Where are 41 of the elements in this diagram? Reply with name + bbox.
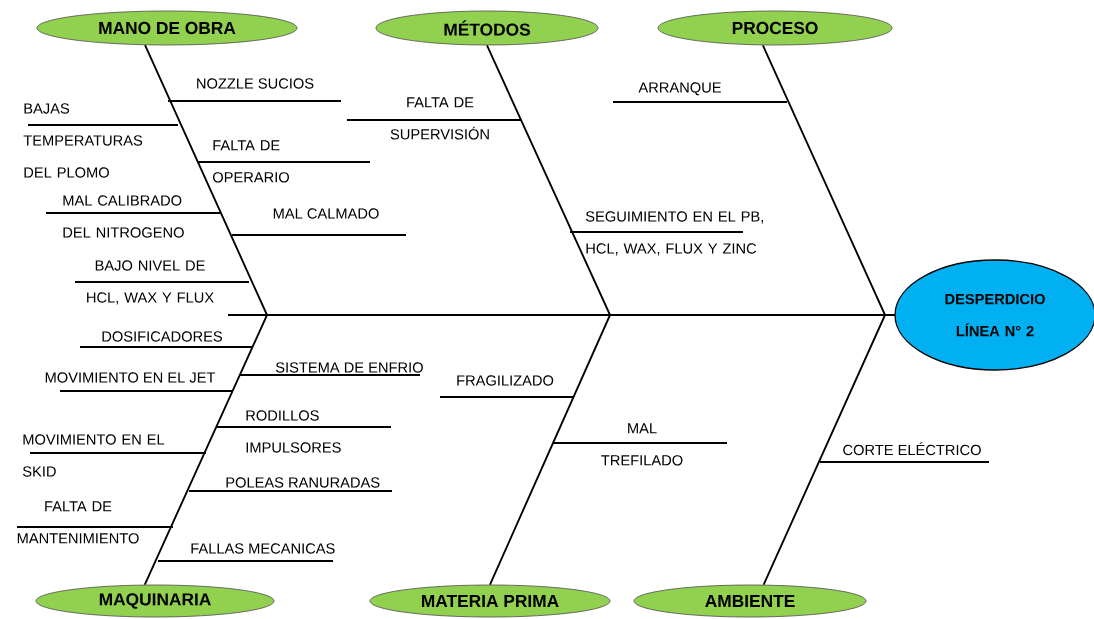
cause-label: MAL TREFILADO: [601, 423, 683, 466]
branch-line: [157, 560, 334, 562]
cause-label: FALTA DE MANTENIMIENTO: [17, 501, 139, 544]
branch-line: [79, 346, 254, 348]
cause-label: SEGUIMIENTO EN EL PB, HCL, WAX, FLUX Y ZINC: [585, 211, 763, 256]
cause-label: MAL CALMADO: [273, 208, 379, 219]
cause-label: DOSIFICADORES: [102, 331, 223, 342]
branch-line: [167, 100, 342, 102]
branch-line: [239, 374, 421, 376]
cause-label: MOVIMIENTO EN EL SKID: [22, 434, 165, 477]
branch-line: [612, 101, 788, 103]
cause-label: FALLAS MECANICAS: [191, 543, 335, 554]
cause-label: CORTE ELÉCTRICO: [843, 442, 981, 456]
cause-label: BAJAS TEMPERATURAS DEL PLOMO: [23, 103, 143, 178]
branch-line: [16, 526, 174, 528]
branch-line: [819, 461, 990, 463]
branch-line: [216, 426, 392, 428]
branch-line: [346, 119, 522, 121]
cause-label: RODILLOS IMPULSORES: [246, 410, 341, 453]
branch-line: [196, 161, 371, 163]
branch-line: [27, 124, 179, 126]
cause-label: SISTEMA DE ENFRIO: [275, 362, 423, 373]
branch-line: [45, 212, 221, 214]
branch-line: [231, 234, 407, 236]
cause-label: FALTA DE SUPERVISIÓN: [390, 97, 489, 140]
cause-label: FALTA DE OPERARIO: [212, 140, 289, 183]
branch-line: [74, 281, 250, 283]
cause-label: BAJO NIVEL DE HCL, WAX Y FLUX: [87, 260, 214, 305]
cause-label: ARRANQUE: [638, 82, 721, 96]
branch-line: [59, 390, 234, 392]
cause-label: MAL CALIBRADO DEL NITROGENO: [63, 195, 184, 238]
cause-label: MOVIMIENTO EN EL JET: [45, 372, 216, 383]
bone-line: [762, 314, 896, 586]
cause-label: FRAGILIZADO: [457, 375, 554, 386]
branch-line: [552, 442, 728, 444]
cause-label: NOZZLE SUCIOS: [197, 78, 314, 89]
branch-line: [29, 452, 207, 454]
branch-line: [439, 396, 575, 398]
branch-line: [569, 231, 744, 233]
cause-label: POLEAS RANURADAS: [226, 477, 380, 488]
branch-line: [188, 490, 393, 492]
